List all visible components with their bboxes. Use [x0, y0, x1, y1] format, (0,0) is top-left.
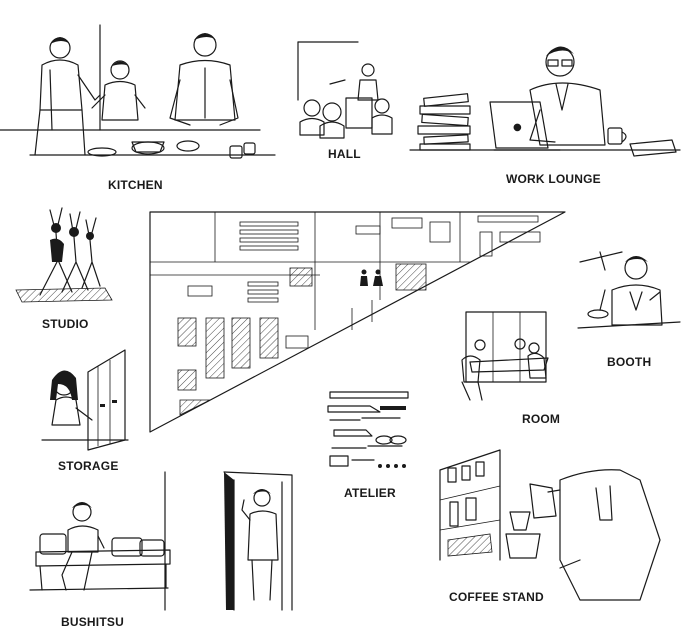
restroom-icon	[360, 269, 383, 286]
booth-scene	[577, 251, 681, 329]
coffee-stand-scene	[439, 449, 661, 601]
storage-scene	[41, 349, 129, 451]
label-work-lounge: WORK LOUNGE	[506, 172, 601, 186]
floor-plan-storage-blocks	[177, 317, 279, 416]
doorway-scene	[223, 471, 293, 611]
label-atelier: ATELIER	[344, 486, 396, 500]
book-stack	[417, 93, 471, 151]
atelier-tools	[327, 391, 409, 468]
label-room: ROOM	[522, 412, 561, 426]
floor-plan	[149, 211, 566, 433]
label-bushitsu: BUSHITSU	[61, 615, 124, 629]
label-hall: HALL	[328, 147, 361, 161]
kitchen-scene	[0, 24, 276, 159]
label-coffee-stand: COFFEE STAND	[449, 590, 544, 604]
label-storage: STORAGE	[58, 459, 119, 473]
work-lounge-scene: ●	[409, 46, 681, 157]
label-booth: BOOTH	[607, 355, 652, 369]
bushitsu-scene	[29, 471, 171, 611]
studio-scene	[15, 207, 113, 303]
studio-dancers	[39, 207, 101, 296]
laptop-screen	[489, 101, 549, 149]
floor-plan-seating	[187, 221, 299, 303]
hall-scene	[297, 41, 393, 139]
kitchen-person-middle	[91, 60, 146, 121]
label-kitchen: KITCHEN	[108, 178, 163, 192]
room-scene	[461, 311, 549, 401]
kitchen-person-left	[34, 37, 101, 156]
floor-plan-desks	[355, 215, 541, 257]
label-studio: STUDIO	[42, 317, 89, 331]
floor-plan-outline	[149, 211, 566, 433]
svg-text:●: ●	[513, 122, 522, 133]
work-lounge-person	[529, 46, 606, 146]
kitchen-person-right	[169, 33, 239, 126]
